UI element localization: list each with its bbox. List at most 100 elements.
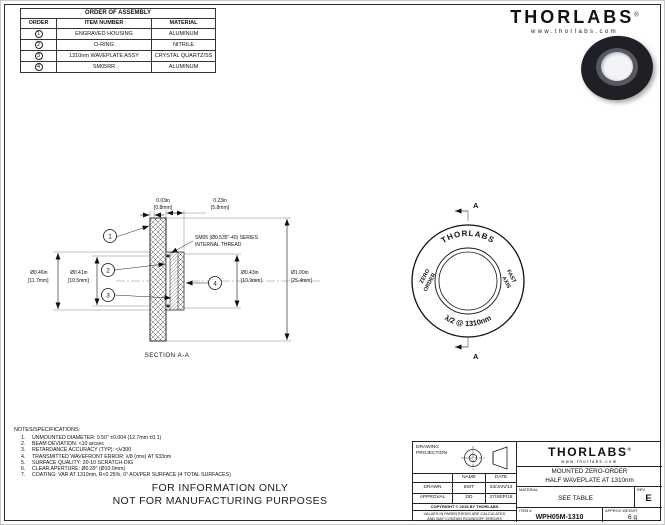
material-cell: ALUMINUM <box>151 28 216 40</box>
disclaimer: VALUES IN PARENTHESIS ARE CALCULATED AND… <box>413 511 517 522</box>
balloon-4 <box>208 276 222 290</box>
registered-mark: ® <box>627 447 631 452</box>
title-block: DRAWING PROJECTION NAME DATE DRAWN EMT 2… <box>412 441 662 522</box>
order-balloon-2: 2 <box>34 41 43 49</box>
dim-bore-mm: [11.7mm] <box>28 278 49 284</box>
material-cell: ALUMINUM <box>151 61 216 73</box>
item-cell: O-RING <box>56 39 152 51</box>
thread-callout-line2: INTERNAL THREAD <box>195 242 242 248</box>
weight-value: 6 g <box>627 513 638 521</box>
notes-block: NOTES/SPECIFICATIONS: 1.UNMOUNTED DIAMET… <box>14 427 404 478</box>
o-ring-section <box>166 304 170 308</box>
material-cell: NITRILE <box>151 39 216 51</box>
item-label: ITEM # <box>519 508 532 513</box>
front-view: A A THORLABS λ/2 @ 1310nm ZERO ORDER FAS… <box>411 201 525 361</box>
note-item: 6.CLEAR APERTURE: Ø0.39" (Ø10.0mm) <box>21 466 126 473</box>
balloon-3-number: 3 <box>106 293 110 300</box>
dim-aperture-in: Ø0.43in <box>241 270 259 276</box>
assembly-table: ORDER OF ASSEMBLY ORDER ITEM NUMBER MATE… <box>20 8 216 73</box>
drawn-date: 23/JAN/13 <box>486 483 517 494</box>
section-marker-top: A <box>473 201 479 210</box>
notes-title: NOTES/SPECIFICATIONS: <box>14 427 81 433</box>
table-row: 4 SM05RR ALUMINUM <box>20 61 216 73</box>
projection-cell: DRAWING PROJECTION <box>413 442 517 474</box>
note-item: 4.TRANSMITTED WAVEFRONT ERROR: λ/8 (rms)… <box>21 453 172 460</box>
item-cell: ITEM # WPH05M-1310 <box>517 508 603 522</box>
date-header: DATE <box>486 474 517 483</box>
approval-label: APPROVAL <box>413 494 453 504</box>
section-view: 0.03in [0.8mm] 0.23in [5.8mm] Ø0.46in [1… <box>28 198 320 359</box>
item-cell: ENGRAVED HOUSING <box>56 28 152 40</box>
approval-date: 27/SEP/18 <box>486 494 517 504</box>
logo-text: THORLABS <box>510 7 635 27</box>
drawn-name: EMT <box>453 483 486 494</box>
o-ring-section <box>166 254 170 258</box>
table-row: 1 ENGRAVED HOUSING ALUMINUM <box>20 28 216 40</box>
balloon-4-number: 4 <box>213 281 217 288</box>
material-label: MATERIAL <box>519 487 539 492</box>
watermark: FOR INFORMATION ONLY NOT FOR MANUFACTURI… <box>40 482 400 508</box>
projection-label: DRAWING PROJECTION <box>416 445 447 456</box>
watermark-line2: NOT FOR MANUFACTURING PURPOSES <box>112 495 328 507</box>
item-cell: SM05RR <box>56 61 152 73</box>
table-row: 3 1310nm WAVEPLATE ASSY CRYSTAL QUARTZ/S… <box>20 50 216 62</box>
dim-bore-in: Ø0.46in <box>30 270 48 276</box>
drawing-title: MOUNTED ZERO-ORDER HALF WAVEPLATE AT 131… <box>517 467 662 487</box>
dim-depth-mm: [5.8mm] <box>211 205 230 211</box>
note-item: 5.SURFACE QUALITY: 20-10 SCRATCH-DIG <box>21 459 134 466</box>
weight-label: APPROX WEIGHT <box>605 508 638 513</box>
website-text: www.thorlabs.com <box>530 29 619 35</box>
rev-value: E <box>645 492 652 504</box>
weight-cell: APPROX WEIGHT 6 g <box>603 508 662 522</box>
dim-lip-in: 0.03in <box>156 198 170 204</box>
material-cell: CRYSTAL QUARTZ/SS <box>151 50 216 62</box>
drawn-label: DRAWN <box>413 483 453 494</box>
material-value: SEE TABLE <box>558 494 593 502</box>
balloon-2-number: 2 <box>106 268 110 275</box>
note-item: 1.UNMOUNTED DIAMETER: 0.50" ±0.004 (12.7… <box>21 435 162 441</box>
titleblock-logo: THORLABS® www.thorlabs.com <box>517 442 662 467</box>
dim-od-mm: [25.4mm] <box>291 278 312 284</box>
third-angle-projection-icon <box>461 446 508 470</box>
col-header-order: ORDER <box>20 18 57 29</box>
note-item: 2.BEAM DEVIATION: <10 arcsec <box>21 441 105 448</box>
note-item: 7.COATING: VAR AT 1310nm, R<0.25%, 0° AO… <box>21 472 231 479</box>
balloon-1 <box>103 229 117 243</box>
rev-label: REV <box>637 487 645 492</box>
watermark-line1: FOR INFORMATION ONLY <box>151 482 289 494</box>
dim-thread-mm: [10.5mm] <box>68 278 89 284</box>
note-item: 3.RETARDANCE ACCURACY (TYP): <λ/300 <box>21 447 132 454</box>
section-label: SECTION A-A <box>145 352 190 359</box>
aperture-circle <box>438 251 498 311</box>
dim-od-in: Ø1.00in <box>291 270 309 276</box>
order-balloon-3: 3 <box>34 52 43 60</box>
material-cell: MATERIAL SEE TABLE <box>517 487 635 508</box>
approval-name: DD <box>453 494 486 504</box>
photo-ring-hole <box>601 52 633 81</box>
item-cell: 1310nm WAVEPLATE ASSY <box>56 50 152 62</box>
balloon-3 <box>101 288 115 302</box>
name-header: NAME <box>453 474 486 483</box>
order-balloon-1: 1 <box>34 30 43 38</box>
engraving-axis: AXIS <box>500 275 511 289</box>
dim-thread-in: Ø0.41in <box>70 270 88 276</box>
thread-callout-line1: SM05 (Ø0.535"-40) SERIES <box>195 235 259 241</box>
item-value: WPH05M-1310 <box>535 513 584 521</box>
titleblock-website: www.thorlabs.com <box>561 459 618 464</box>
assembly-table-title: ORDER OF ASSEMBLY <box>20 8 216 19</box>
dim-lip-mm: [0.8mm] <box>154 205 173 211</box>
registered-mark: ® <box>634 12 639 19</box>
copyright-text: COPYRIGHT © 2018 BY THORLABS <box>413 504 517 511</box>
product-photo <box>576 31 659 106</box>
order-balloon-4: 4 <box>34 63 43 71</box>
thorlabs-logo: THORLABS® www.thorlabs.com <box>492 7 657 35</box>
table-row: 2 O-RING NITRILE <box>20 39 216 51</box>
section-marker-bottom: A <box>473 352 479 361</box>
dim-depth-in: 0.23in <box>213 198 227 204</box>
balloon-1-number: 1 <box>108 234 112 241</box>
dim-aperture-mm: [10.9mm] <box>241 278 262 284</box>
col-header-material: MATERIAL <box>151 18 216 29</box>
col-header-item: ITEM NUMBER <box>56 18 152 29</box>
balloon-2 <box>101 263 115 277</box>
